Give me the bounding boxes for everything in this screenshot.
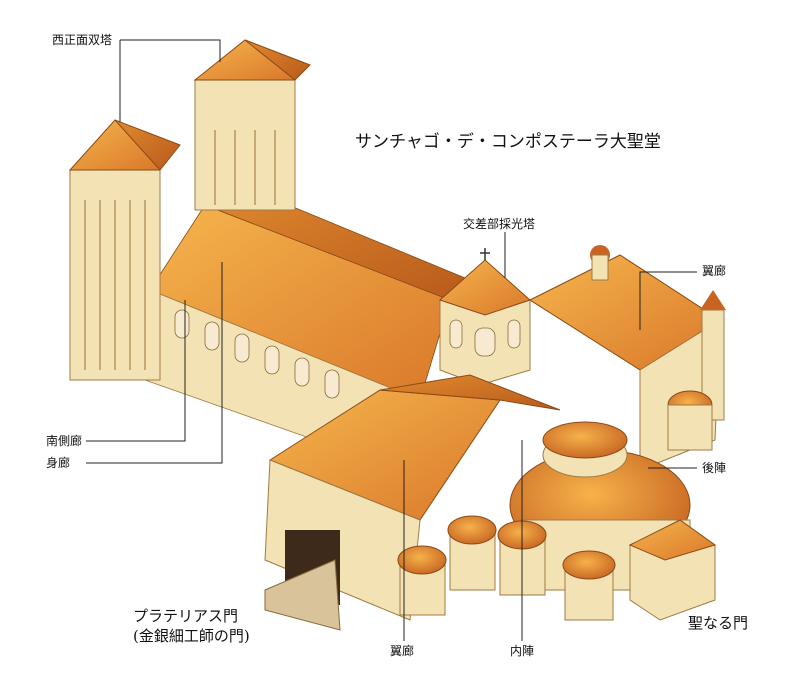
label-crossing-tower: 交差部採光塔: [463, 217, 536, 231]
nave-body: [144, 184, 471, 471]
label-inner-choir: 内陣: [510, 644, 535, 658]
label-south-aisle: 南側廊: [46, 434, 83, 448]
label-nave: 身廊: [46, 456, 71, 470]
label-plateria-gate: プラテリアス門: [133, 607, 239, 625]
label-west-towers: 西正面双塔: [52, 33, 113, 47]
leader-lines: [86, 39, 697, 641]
leader-nave: [86, 262, 223, 464]
label-transept-bottom: 翼廊: [390, 644, 415, 658]
crossing-tower: [439, 248, 531, 386]
leader-transept-right: [639, 271, 697, 330]
leader-south-aisle: [86, 300, 186, 442]
label-transept-right: 翼廊: [702, 264, 727, 278]
diagram-title: サンチャゴ・デ・コンポステーラ大聖堂: [355, 132, 661, 152]
west-tower-left: [68, 119, 181, 381]
south-transept: [264, 374, 561, 631]
label-chevet: 後陣: [702, 461, 727, 475]
label-plateria-gate-sub: (金銀細工師の門): [133, 627, 250, 645]
leader-west-towers: [120, 39, 221, 62]
west-tower-right: [193, 39, 311, 211]
label-holy-gate: 聖なる門: [688, 614, 749, 632]
